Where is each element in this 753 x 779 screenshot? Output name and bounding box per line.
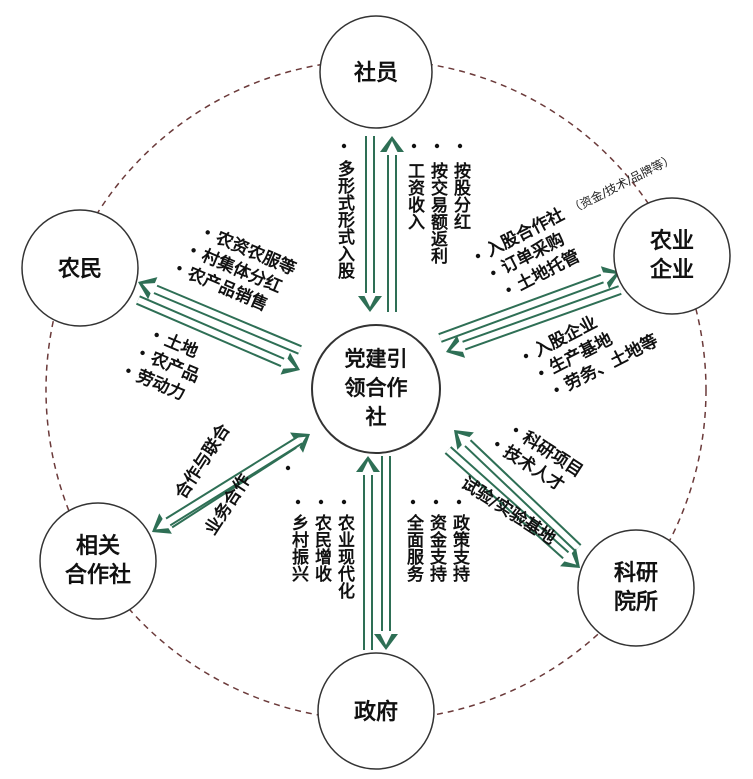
- arrow-members-to-center: [358, 136, 382, 312]
- members-up-label-1: 按股分红: [450, 161, 471, 230]
- node-agri-enterprise-label-1: 农业: [649, 228, 694, 254]
- node-farmers-label: 农民: [57, 256, 102, 282]
- gov-label-a-1: 政策支持: [449, 513, 470, 583]
- node-research-label-1: 科研: [614, 561, 658, 586]
- arrow-center-to-research: [444, 446, 580, 568]
- arrow-farmers-to-center: [136, 295, 300, 375]
- members-up-labels: 按股分红 按交易额返利 工资收入: [404, 143, 471, 265]
- members-down-labels: 多形式形式入股: [334, 143, 355, 280]
- gov-labels-a: 政策支持 资金支持 全面服务: [403, 499, 470, 583]
- node-related-coop-label-1: 相关: [76, 534, 120, 559]
- gov-label-b-2: 农民增收: [311, 513, 333, 583]
- node-members-label: 社员: [354, 60, 398, 86]
- center-label-1: 党建引: [345, 347, 408, 371]
- arrow-center-to-coop: [152, 435, 303, 534]
- node-research-label-2: 院所: [614, 589, 658, 615]
- members-up-label-2: 按交易额返利: [427, 161, 448, 265]
- node-agri-enterprise-label-2: 企业: [649, 257, 694, 283]
- gov-label-a-2: 资金支持: [426, 513, 448, 583]
- node-center: 党建引 领合作 社: [311, 324, 441, 454]
- center-label-3: 社: [365, 405, 387, 429]
- gov-labels-b: 农业现代化 农民增收 乡村振兴: [288, 499, 356, 599]
- farmers-out-labels: 土地 农产品 劳动力: [126, 330, 203, 405]
- enterprise-in-labels: 入股企业 生产基地 劳务、土地等: [523, 312, 661, 395]
- arrow-enterprise-to-center: [446, 285, 622, 358]
- node-government-label: 政府: [354, 699, 398, 725]
- node-agri-enterprise: 农业 企业: [613, 197, 731, 315]
- center-label-2: 领合作: [345, 376, 408, 400]
- connection-arrows: [136, 136, 622, 650]
- node-members: 社员: [319, 15, 433, 129]
- arrow-center-to-gov: [374, 456, 398, 650]
- node-government: 政府: [317, 652, 435, 770]
- arrow-center-to-members: [380, 136, 404, 312]
- arrow-gov-to-center: [356, 456, 380, 650]
- members-up-label-3: 工资收入: [404, 162, 425, 230]
- members-down-label-1: 多形式形式入股: [334, 159, 355, 280]
- arrow-center-to-enterprise: [438, 266, 620, 343]
- node-related-coop: 相关 合作社: [39, 502, 157, 620]
- node-farmers: 农民: [21, 209, 139, 327]
- node-related-coop-label-2: 合作社: [65, 562, 131, 588]
- arrow-center-to-farmers: [138, 277, 302, 355]
- arrow-research-to-center: [454, 430, 582, 552]
- gov-label-b-3: 乡村振兴: [288, 514, 309, 583]
- gov-label-b-1: 农业现代化: [334, 513, 356, 599]
- research-in-labels: 科研项目 技术人才: [495, 427, 587, 496]
- gov-label-a-3: 全面服务: [403, 513, 425, 582]
- node-research: 科研 院所: [577, 529, 695, 647]
